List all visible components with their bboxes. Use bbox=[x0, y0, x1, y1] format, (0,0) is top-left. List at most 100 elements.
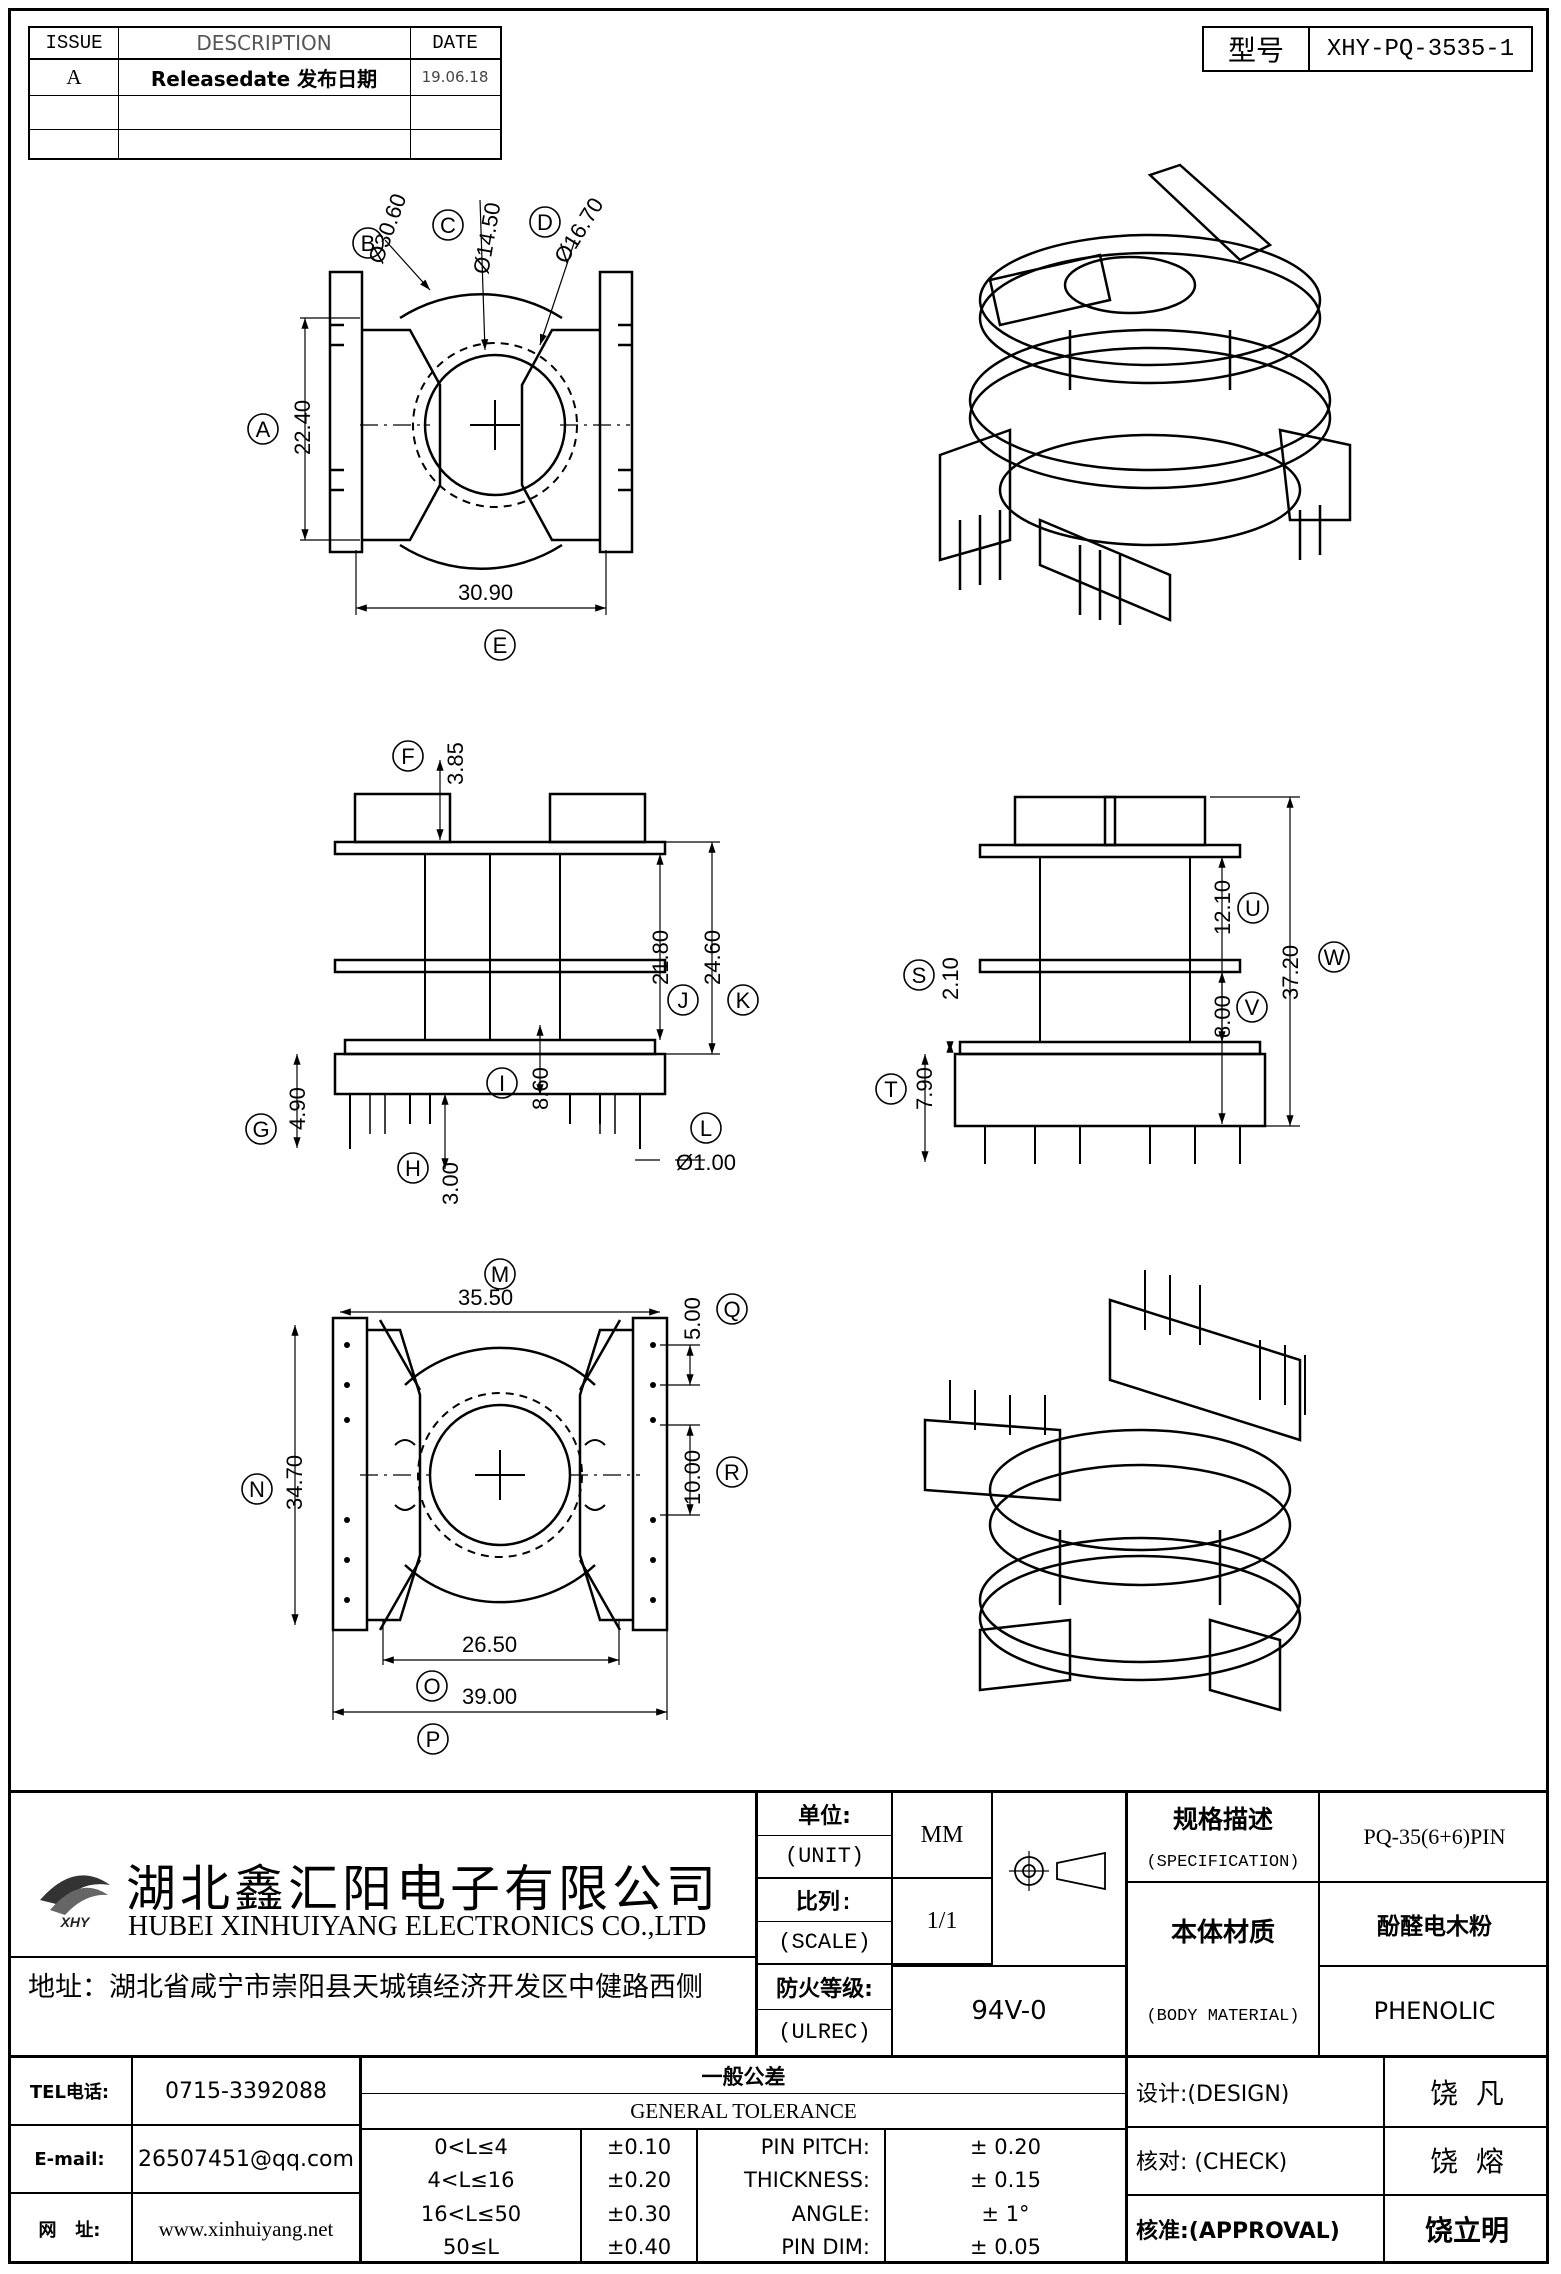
svg-text:H: H bbox=[405, 1156, 421, 1181]
svg-text:V: V bbox=[1245, 995, 1260, 1020]
tolerance-value: ±0.30 bbox=[606, 2201, 672, 2226]
tolerance-title-cn: 一般公差 bbox=[362, 2058, 1125, 2094]
unit-label-en: (UNIT) bbox=[758, 1836, 893, 1879]
dim-i-value: 8.60 bbox=[528, 1067, 553, 1110]
isometric-view-top bbox=[938, 163, 1352, 625]
ulrec-label-cn: 防火等级: bbox=[758, 1965, 893, 2010]
svg-text:O: O bbox=[423, 1674, 440, 1699]
svg-text:W: W bbox=[1324, 945, 1345, 970]
tel-value: 0715-3392088 bbox=[133, 2058, 359, 2126]
front-view bbox=[293, 760, 720, 1169]
dim-h-value: 3.00 bbox=[438, 1162, 463, 1205]
side-view bbox=[921, 795, 1300, 1164]
tolerance-range: 16<L≤50 bbox=[420, 2201, 522, 2226]
dim-k-value: 24.60 bbox=[700, 930, 725, 985]
svg-text:K: K bbox=[736, 988, 751, 1013]
approval-label-approval: 核准:(APPROVAL) bbox=[1136, 2219, 1340, 2244]
rev-row-date: 19.06.18 bbox=[421, 68, 489, 86]
tolerance-title-en: GENERAL TOLERANCE bbox=[362, 2094, 1125, 2130]
tolerance-value: ±0.40 bbox=[606, 2235, 672, 2260]
company-block: XHY 湖北鑫汇阳电子有限公司 HUBEI XINHUIYANG ELECTRO… bbox=[8, 1793, 758, 2055]
svg-text:A: A bbox=[256, 417, 271, 442]
tolerance-other-label: ANGLE: bbox=[791, 2201, 870, 2226]
tolerance-range: 50≤L bbox=[442, 2235, 500, 2260]
dim-a-value: 22.40 bbox=[290, 400, 315, 455]
email-label: E-mail: bbox=[8, 2126, 133, 2194]
rev-row-issue: A bbox=[66, 64, 82, 89]
svg-text:J: J bbox=[678, 988, 689, 1013]
svg-text:Q: Q bbox=[723, 1297, 740, 1322]
dim-p-value: 39.00 bbox=[462, 1684, 517, 1709]
rev-header-description: DESCRIPTION bbox=[196, 31, 332, 55]
ulrec-value: 94V-0 bbox=[893, 1965, 1128, 2055]
isometric-view-bottom bbox=[923, 1270, 1306, 1712]
company-address: 地址：湖北省咸宁市崇阳县天城镇经济开发区中健路西侧 bbox=[28, 1972, 703, 2003]
svg-text:P: P bbox=[426, 1727, 441, 1752]
unit-label-cn: 单位: bbox=[758, 1793, 893, 1836]
web-value[interactable]: www.xinhuiyang.net bbox=[158, 2216, 334, 2241]
rev-row-description: Releasedate 发布日期 bbox=[150, 66, 378, 91]
ulrec-label-en: (ULREC) bbox=[758, 2010, 893, 2055]
svg-text:D: D bbox=[537, 210, 553, 235]
svg-text:L: L bbox=[700, 1116, 712, 1141]
svg-text:XHY: XHY bbox=[60, 1914, 91, 1930]
approval-name-approval: 饶立明 bbox=[1424, 2214, 1509, 2247]
dim-g-value: 4.90 bbox=[285, 1087, 310, 1130]
model-box: 型号 XHY-PQ-3535-1 bbox=[1202, 26, 1533, 72]
svg-text:U: U bbox=[1245, 896, 1261, 921]
tolerance-range: 0<L≤4 bbox=[434, 2134, 508, 2159]
svg-text:E: E bbox=[493, 633, 508, 658]
tolerance-other-value: ± 0.05 bbox=[969, 2235, 1042, 2260]
svg-text:B: B bbox=[361, 231, 376, 256]
tolerance-value: ±0.20 bbox=[606, 2168, 672, 2193]
svg-text:N: N bbox=[249, 1477, 265, 1502]
projection-symbol bbox=[995, 1793, 1128, 1965]
svg-text:I: I bbox=[499, 1071, 505, 1096]
dim-e-value: 30.90 bbox=[458, 580, 513, 605]
svg-text:M: M bbox=[491, 1262, 509, 1287]
dim-s-value: 2.10 bbox=[938, 957, 963, 1000]
material-value-cn: 酚醛电木粉 bbox=[1320, 1883, 1549, 1967]
dim-t-value: 7.90 bbox=[912, 1067, 937, 1110]
approval-name-design: 饶 凡 bbox=[1430, 2077, 1504, 2110]
svg-text:C: C bbox=[440, 213, 456, 238]
approval-name-check: 饶 熔 bbox=[1430, 2145, 1504, 2178]
approval-label-check: 核对: (CHECK) bbox=[1136, 2150, 1288, 2175]
dim-l-value: Ø1.00 bbox=[676, 1150, 736, 1175]
company-logo: XHY bbox=[30, 1855, 120, 1940]
rev-header-date: DATE bbox=[432, 32, 478, 54]
tel-label: TEL电话: bbox=[8, 2058, 133, 2126]
material-label-en: (BODY MATERIAL) bbox=[1128, 1978, 1320, 2055]
spec-label-cn: 规格描述 bbox=[1128, 1793, 1320, 1843]
dim-c-value: Ø14.50 bbox=[468, 200, 505, 275]
company-name-en: HUBEI XINHUIYANG ELECTRONICS CO.,LTD bbox=[128, 1911, 707, 1942]
email-value[interactable]: 26507451@qq.com bbox=[133, 2126, 359, 2194]
model-label: 型号 bbox=[1227, 34, 1284, 67]
svg-text:G: G bbox=[252, 1117, 269, 1142]
drawing-border bbox=[8, 8, 1549, 2264]
tolerance-other-value: ± 0.20 bbox=[969, 2134, 1042, 2159]
tolerance-other-label: THICKNESS: bbox=[744, 2168, 870, 2193]
revision-table: ISSUE DESCRIPTION DATE A Releasedate 发布日… bbox=[28, 26, 502, 160]
web-label: 网 址: bbox=[8, 2194, 133, 2264]
company-name-cn: 湖北鑫汇阳电子有限公司 bbox=[126, 1861, 720, 1917]
unit-value: MM bbox=[893, 1793, 993, 1879]
svg-text:T: T bbox=[884, 1077, 897, 1102]
rev-header-issue: ISSUE bbox=[45, 32, 103, 54]
dim-o-value: 26.50 bbox=[462, 1632, 517, 1657]
tolerance-range: 4<L≤16 bbox=[427, 2168, 515, 2193]
contact-block: TEL电话: 0715-3392088 E-mail: 26507451@qq.… bbox=[8, 2058, 362, 2264]
tolerance-value: ±0.10 bbox=[606, 2134, 672, 2159]
dim-v-value: 8.00 bbox=[1210, 995, 1235, 1038]
dim-r-value: 10.00 bbox=[680, 1450, 705, 1505]
unit-scale-block: 单位: (UNIT) 比列: (SCALE) 防火等级: (ULREC) MM … bbox=[758, 1793, 1128, 2055]
approval-block: 设计:(DESIGN) 饶 凡 核对: (CHECK) 饶 熔 核准:(APPR… bbox=[1128, 2058, 1549, 2264]
tolerance-other-value: ± 0.15 bbox=[969, 2168, 1042, 2193]
dim-j-value: 21.80 bbox=[648, 930, 673, 985]
tolerance-other-label: PIN PITCH: bbox=[760, 2134, 870, 2159]
top-view bbox=[300, 199, 634, 615]
svg-text:S: S bbox=[912, 963, 927, 988]
title-block-divider bbox=[8, 1790, 1549, 1793]
material-label-cn: 本体材质 bbox=[1128, 1883, 1320, 1978]
